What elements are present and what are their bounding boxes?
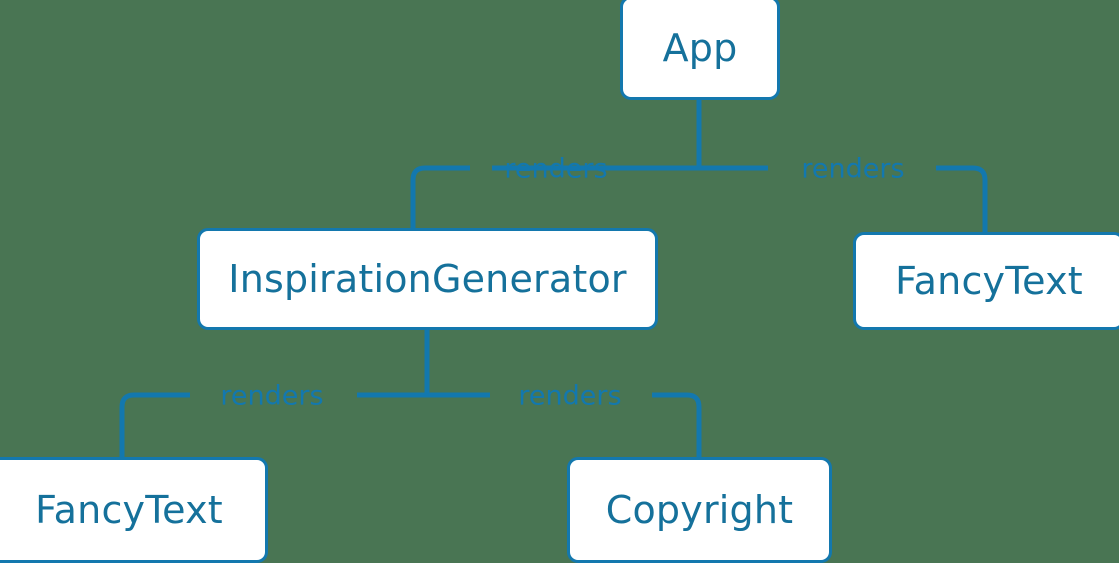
edge-label-app-to-fancytext: renders (801, 153, 905, 185)
node-inspirationgenerator[interactable]: InspirationGenerator (197, 228, 658, 330)
node-fancytext-right[interactable]: FancyText (853, 232, 1119, 330)
node-app[interactable]: App (620, 0, 780, 100)
node-fancytext-left[interactable]: FancyText (0, 457, 268, 563)
node-copyright[interactable]: Copyright (567, 457, 832, 563)
node-fancytext-left-label: FancyText (35, 488, 223, 532)
node-copyright-label: Copyright (605, 488, 794, 532)
node-fancytext-right-label: FancyText (895, 259, 1083, 303)
edge-label-inspirationgenerator-to-fancytext: renders (220, 380, 324, 412)
edge-label-inspirationgenerator-to-copyright: renders (518, 380, 622, 412)
node-inspirationgenerator-label: InspirationGenerator (228, 257, 627, 301)
edge-label-app-to-inspirationgenerator: renders (504, 153, 608, 185)
node-app-label: App (662, 26, 738, 70)
